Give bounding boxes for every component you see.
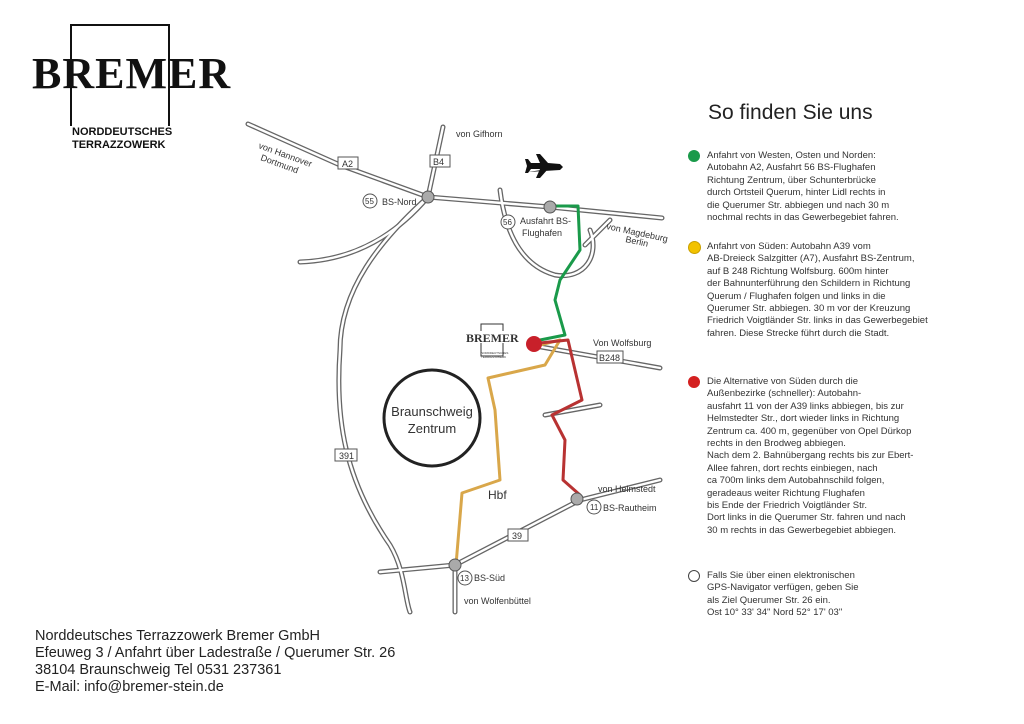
label-a2: A2 (342, 159, 353, 169)
destination-marker (526, 336, 542, 352)
label-helmstedt: von Helmstedt (598, 484, 656, 494)
legend-text: Anfahrt von Westen, Osten und Norden: Au… (707, 150, 899, 224)
label-rautheim: BS-Rautheim (603, 503, 657, 513)
yellow-dot-icon (688, 241, 701, 254)
red-dot-icon (688, 376, 700, 388)
label-exit11: 11 (590, 503, 599, 512)
label-bs-nord: BS-Nord (382, 197, 417, 207)
logo-subtitle-line: TERRAZZOWERK (72, 139, 166, 151)
label-hbf: Hbf (488, 488, 507, 502)
label-exit55: 55 (365, 197, 374, 206)
routes (454, 204, 584, 566)
label-flughafen: Flughafen (522, 228, 562, 238)
email-line: E-Mail: info@bremer-stein.de (35, 679, 224, 695)
mini-logo-sub: TERRAZZOWERK (481, 355, 506, 359)
legend-item-gps: Falls Sie über einen elektronischen GPS-… (688, 570, 988, 620)
label-wolfenbuettel: von Wolfenbüttel (464, 596, 531, 606)
junctions (421, 190, 584, 572)
logo-frame (70, 24, 170, 126)
label-exit56: 56 (503, 218, 512, 227)
exit-badges (334, 154, 624, 586)
route-green (539, 204, 582, 342)
green-dot-icon (688, 150, 700, 162)
company-logo: BREMER (32, 49, 232, 98)
label-wolfsburg: Von Wolfsburg (593, 338, 651, 348)
legend-item-green: Anfahrt von Westen, Osten und Norden: Au… (688, 150, 988, 224)
mini-logo-sub: NORDDEUTSCHES (481, 351, 508, 355)
label-flughafen: Ausfahrt BS- (520, 216, 571, 226)
company-address: Norddeutsches Terrazzowerk Bremer GmbH E… (35, 628, 395, 696)
route-red (539, 338, 584, 497)
mini-logo: BREMER NORDDEUTSCHES TERRAZZOWERK (466, 323, 519, 359)
legend-item-red: Die Alternative von Süden durch die Auße… (688, 376, 988, 537)
label-gifhorn: von Gifhorn (456, 129, 503, 139)
label-zentrum: Zentrum (408, 421, 456, 436)
label-exit13: 13 (460, 574, 469, 583)
label-b4: B4 (433, 157, 444, 167)
mini-logo-text: BREMER (466, 331, 519, 345)
address-line: 38104 Braunschweig Tel 0531 237361 (35, 662, 282, 678)
label-b248: B248 (599, 353, 620, 363)
logo-subtitle: NORDDEUTSCHES TERRAZZOWERK (72, 126, 172, 152)
airplane-icon (525, 154, 563, 178)
legend-text: Anfahrt von Süden: Autobahn A39 vom AB-D… (707, 241, 928, 339)
address-line: Norddeutsches Terrazzowerk Bremer GmbH (35, 628, 320, 644)
label-bs-sued: BS-Süd (474, 573, 505, 583)
page-title: So finden Sie uns (708, 101, 873, 124)
legend-text: Die Alternative von Süden durch die Auße… (707, 376, 914, 536)
label-a39: 39 (512, 531, 522, 541)
label-zentrum: Braunschweig (391, 404, 473, 419)
roads (245, 121, 665, 615)
legend-item-yellow: Anfahrt von Süden: Autobahn A39 vom AB-D… (688, 241, 988, 340)
empty-circle-icon (688, 570, 700, 582)
label-berlin: Berlin (625, 234, 650, 249)
label-391: 391 (339, 451, 354, 461)
route-yellow (454, 338, 562, 566)
logo-subtitle-line: NORDDEUTSCHES (72, 126, 173, 138)
city-center-circle (382, 368, 482, 468)
legend-text: Falls Sie über einen elektronischen GPS-… (707, 570, 859, 619)
address-line: Efeuweg 3 / Anfahrt über Ladestraße / Qu… (35, 645, 396, 661)
